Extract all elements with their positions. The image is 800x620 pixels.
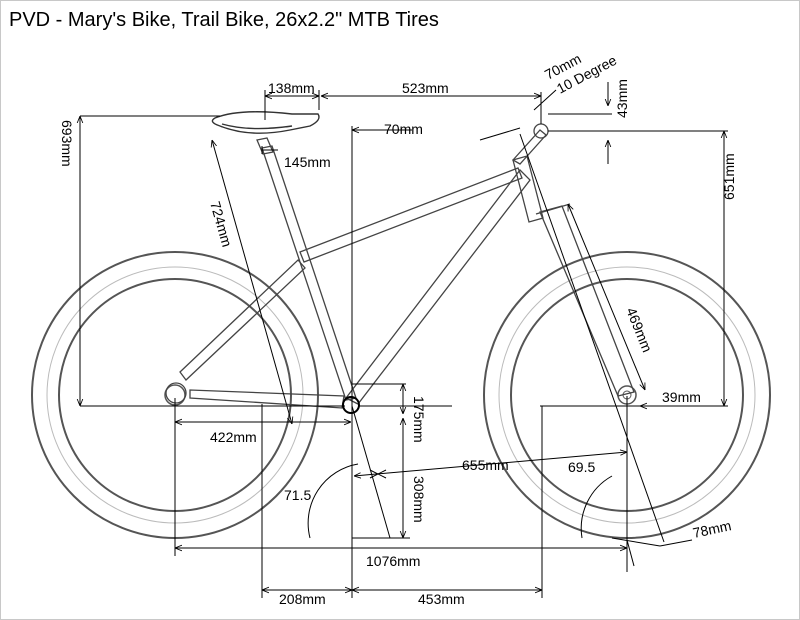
label-chainstay: 422mm — [210, 429, 257, 445]
dimension-lines — [80, 82, 728, 598]
dimension-labels: 138mm 523mm 70mm 10 Degree 43mm 70mm 693… — [59, 50, 737, 607]
label-stack: 651mm — [721, 153, 737, 200]
label-fork-length: 469mm — [623, 305, 655, 354]
label-bb-height: 308mm — [411, 476, 427, 523]
bottom-bracket — [342, 396, 360, 414]
diagram-title: PVD - Mary's Bike, Trail Bike, 26x2.2" M… — [9, 9, 439, 31]
label-trail: 78mm — [691, 517, 732, 541]
label-saddle-height: 693mm — [59, 120, 75, 167]
label-wheelbase: 1076mm — [366, 553, 420, 569]
label-bb-offset: 70mm — [384, 121, 423, 137]
label-front-center: 655mm — [462, 457, 509, 473]
label-seat-to-bar: 523mm — [402, 80, 449, 96]
label-bar-rise: 43mm — [614, 79, 630, 118]
label-fork-offset: 39mm — [662, 389, 701, 405]
label-head-angle: 69.5 — [568, 459, 595, 475]
label-seat-setback: 138mm — [268, 80, 315, 96]
label-rear-reach: 208mm — [279, 591, 326, 607]
label-bb-drop: 175mm — [411, 396, 427, 443]
label-saddle-post: 145mm — [284, 154, 331, 170]
label-front-reach: 453mm — [418, 591, 465, 607]
label-seat-angle: 71.5 — [284, 487, 311, 503]
saddle — [211, 111, 320, 134]
